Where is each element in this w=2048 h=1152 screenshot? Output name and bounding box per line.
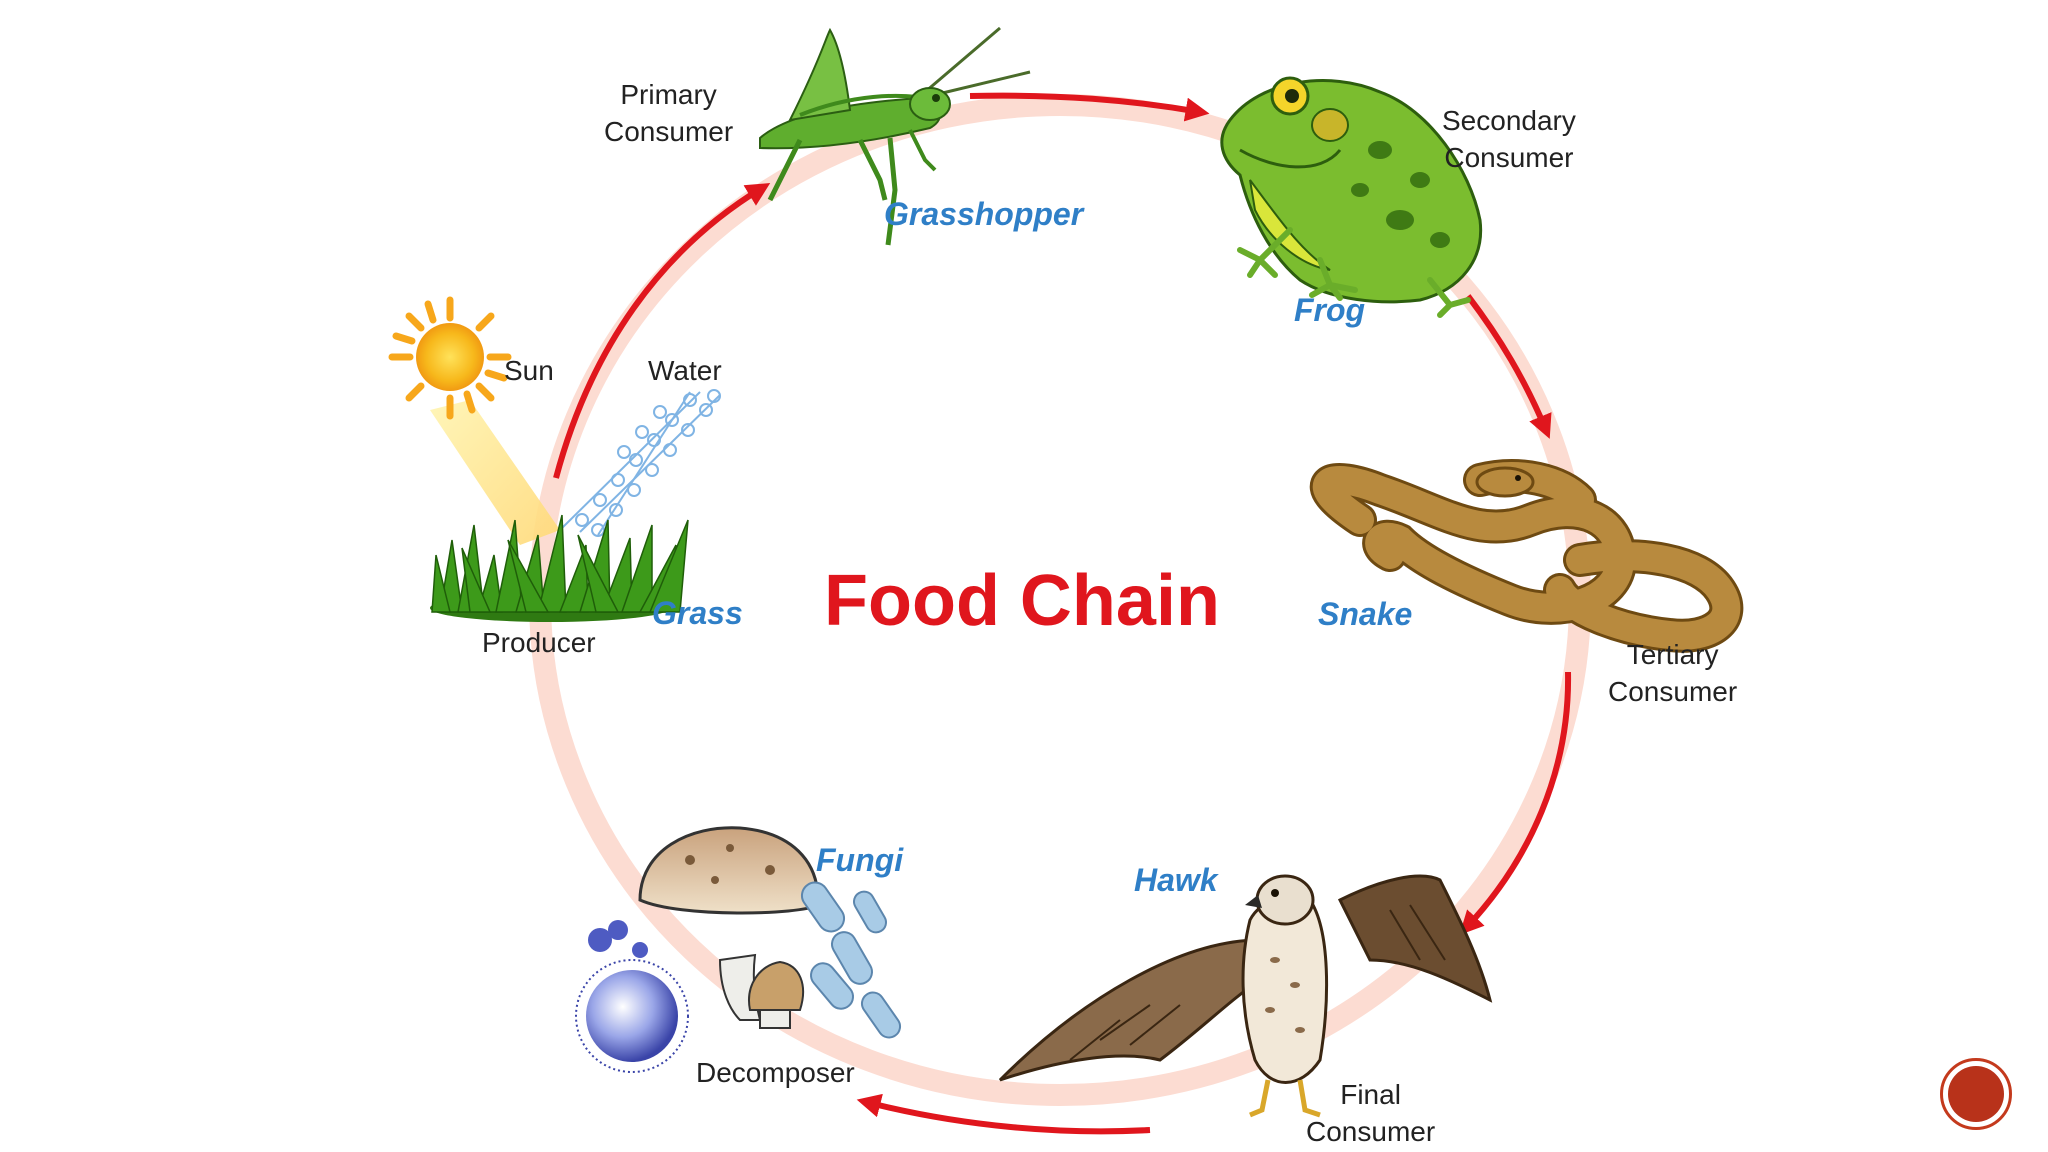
grasshopper-role-line1: Primary: [620, 79, 717, 110]
arrow-grass-to-grasshopper: [553, 183, 771, 479]
arrow-grasshopper-to-frog: [969, 92, 1210, 122]
mushroom-icon: [638, 826, 820, 1029]
fungi-role-label: Decomposer: [696, 1057, 855, 1088]
arrow-hawk-to-fungi: [856, 1093, 1151, 1135]
hawk-role-line2: Consumer: [1306, 1116, 1436, 1147]
hawk-name-label: Hawk: [1134, 862, 1218, 898]
frog-role-label: Secondary Consumer: [1442, 102, 1576, 176]
sun-label: Sun: [504, 355, 554, 386]
snake-role-line2: Consumer: [1608, 676, 1738, 707]
frog-role-line1: Secondary: [1442, 105, 1576, 136]
grasshopper-role-label: Primary Consumer: [604, 76, 733, 150]
slide-badge-fill: [1948, 1066, 2004, 1122]
water-icon: [559, 389, 721, 537]
frog-name-label: Frog: [1294, 292, 1366, 328]
fungi-name-label: Fungi: [816, 842, 904, 878]
grasshopper-icon: [759, 26, 1031, 246]
water-label: Water: [648, 355, 722, 386]
grass-name-label: Grass: [652, 595, 743, 631]
hawk-icon: [998, 874, 1493, 1118]
grass-icon: [430, 514, 689, 622]
frog-icon: [1220, 76, 1483, 318]
arrow-frog-to-snake: [1465, 294, 1552, 439]
slide-number-badge: [1940, 1058, 2012, 1130]
snake-role-label: Tertiary Consumer: [1608, 636, 1737, 710]
frog-role-line2: Consumer: [1444, 142, 1574, 173]
hawk-role-label: Final Consumer: [1306, 1076, 1435, 1150]
sun-icon: [388, 296, 560, 545]
bacteria-icon: [575, 881, 902, 1073]
grasshopper-role-line2: Consumer: [604, 116, 734, 147]
snake-role-line1: Tertiary: [1626, 639, 1719, 670]
grass-role-label: Producer: [482, 627, 596, 658]
arrow-snake-to-hawk: [1459, 671, 1572, 935]
diagram-title: Food Chain: [824, 561, 1220, 641]
snake-icon: [1310, 459, 1744, 653]
snake-name-label: Snake: [1318, 596, 1413, 632]
grasshopper-name-label: Grasshopper: [884, 196, 1084, 232]
hawk-role-line1: Final: [1340, 1079, 1401, 1110]
